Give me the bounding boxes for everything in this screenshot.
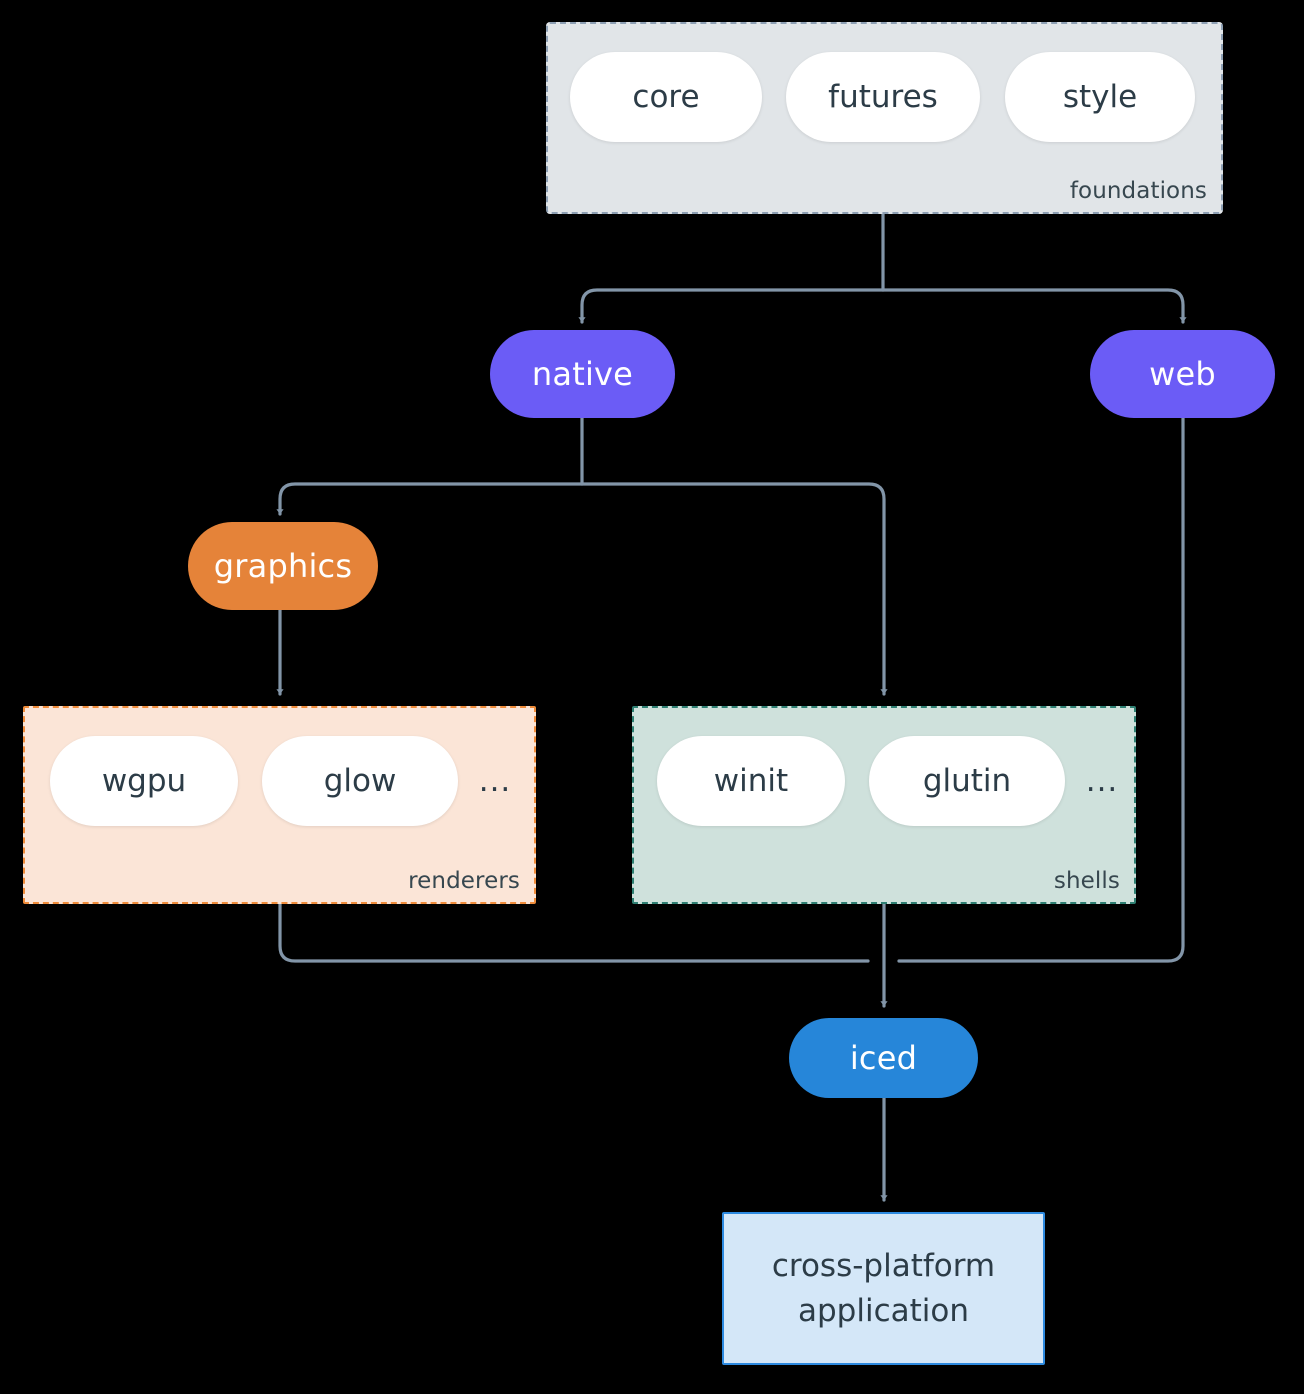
- edge-foundations-web: [881, 288, 1187, 324]
- pill-winit[interactable]: winit: [657, 736, 845, 826]
- shells-group-label: shells: [1053, 868, 1120, 894]
- pill-wgpu[interactable]: wgpu: [50, 736, 238, 826]
- node-web[interactable]: web: [1090, 330, 1275, 418]
- application-line-1: cross-platform: [771, 1248, 996, 1285]
- pill-style[interactable]: style: [1005, 52, 1195, 142]
- edge-renderers-bus: [278, 902, 870, 963]
- pill-glow[interactable]: glow: [262, 736, 458, 826]
- application-line-2: application: [798, 1292, 969, 1329]
- pill-glutin[interactable]: glutin: [869, 736, 1065, 826]
- node-graphics[interactable]: graphics: [188, 522, 378, 610]
- pill-core[interactable]: core: [570, 52, 762, 142]
- foundations-group-label: foundations: [1069, 178, 1207, 204]
- edge-foundations-native: [578, 288, 885, 324]
- node-iced[interactable]: iced: [789, 1018, 978, 1098]
- renderers-more-ellipsis: ...: [478, 763, 512, 799]
- node-native[interactable]: native: [490, 330, 675, 418]
- node-cross-platform-application[interactable]: cross-platform application: [722, 1212, 1045, 1365]
- pill-futures[interactable]: futures: [786, 52, 980, 142]
- renderers-group-label: renderers: [408, 868, 520, 894]
- shells-more-ellipsis: ...: [1085, 763, 1119, 799]
- edge-native-graphics: [276, 482, 584, 516]
- edge-native-shells: [580, 482, 888, 696]
